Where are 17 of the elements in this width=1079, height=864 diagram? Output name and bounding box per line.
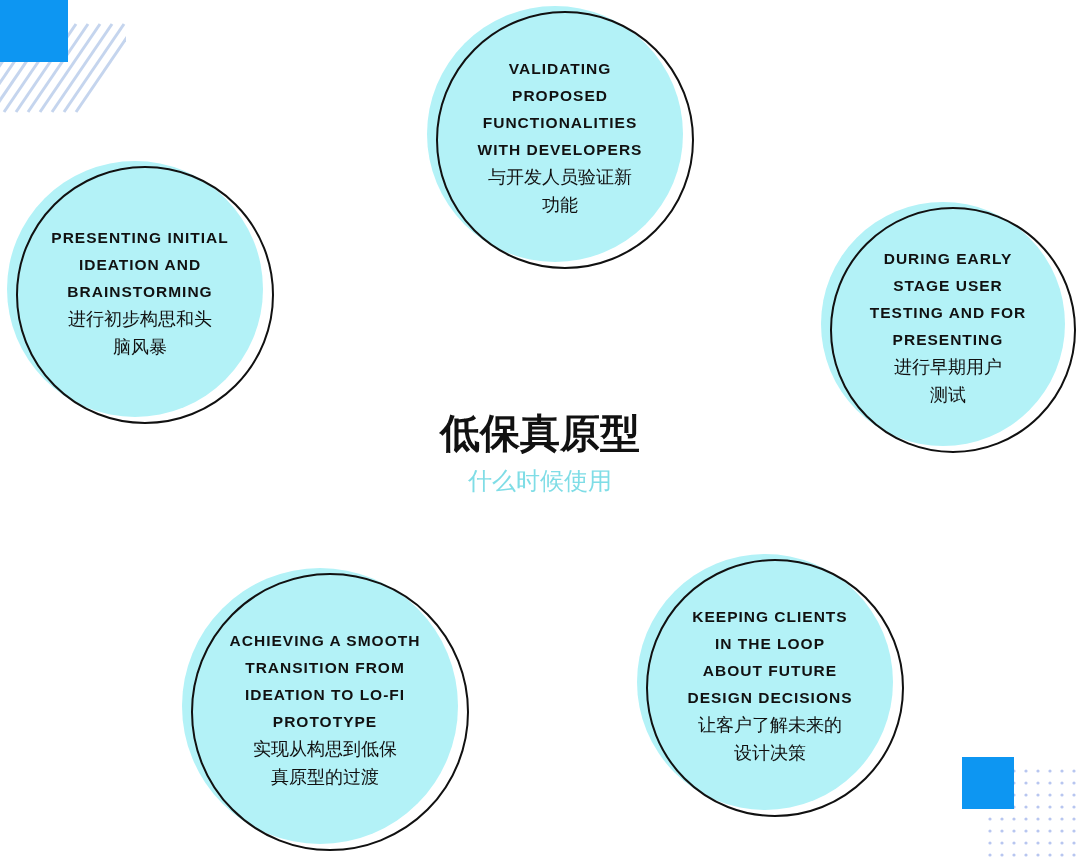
chinese-text: 让客户了解未来的设计决策: [697, 713, 843, 765]
chinese-text: 实现从构思到低保真原型的过渡: [252, 737, 398, 789]
circle-node: [182, 568, 468, 850]
english-text: KEEPING CLIENTS IN THE LOOP ABOUT FUTURE DESIGN DECISIONS: [686, 607, 854, 708]
english-text: PRESENTING INITIAL IDEATION AND BRAINSTORMING: [50, 227, 230, 302]
diagram-title: 低保真原型: [438, 409, 641, 458]
circle-node: [7, 161, 273, 423]
chinese-text: 与开发人员验证新功能: [487, 165, 633, 217]
subtitle: 什么时候使用: [466, 466, 613, 497]
chinese-text: 进行初步构思和头脑风暴: [67, 306, 213, 359]
circle-node: [637, 554, 903, 816]
circle-node: [427, 6, 693, 268]
english-text: VALIDATING PROPOSED FUNCTIONALITIES WITH DEVELOPERS: [476, 59, 644, 160]
english-text: ACHIEVING A SMOOTH TRANSITION FROM IDEATION TO LO-FI PROTOTYPE: [228, 631, 422, 732]
english-text: DURING EARLY STAGE USER TESTING AND FOR PRESENTING: [868, 249, 1028, 350]
chinese-text: 进行早期用户测试: [893, 355, 1003, 407]
circle-node: [821, 202, 1075, 452]
